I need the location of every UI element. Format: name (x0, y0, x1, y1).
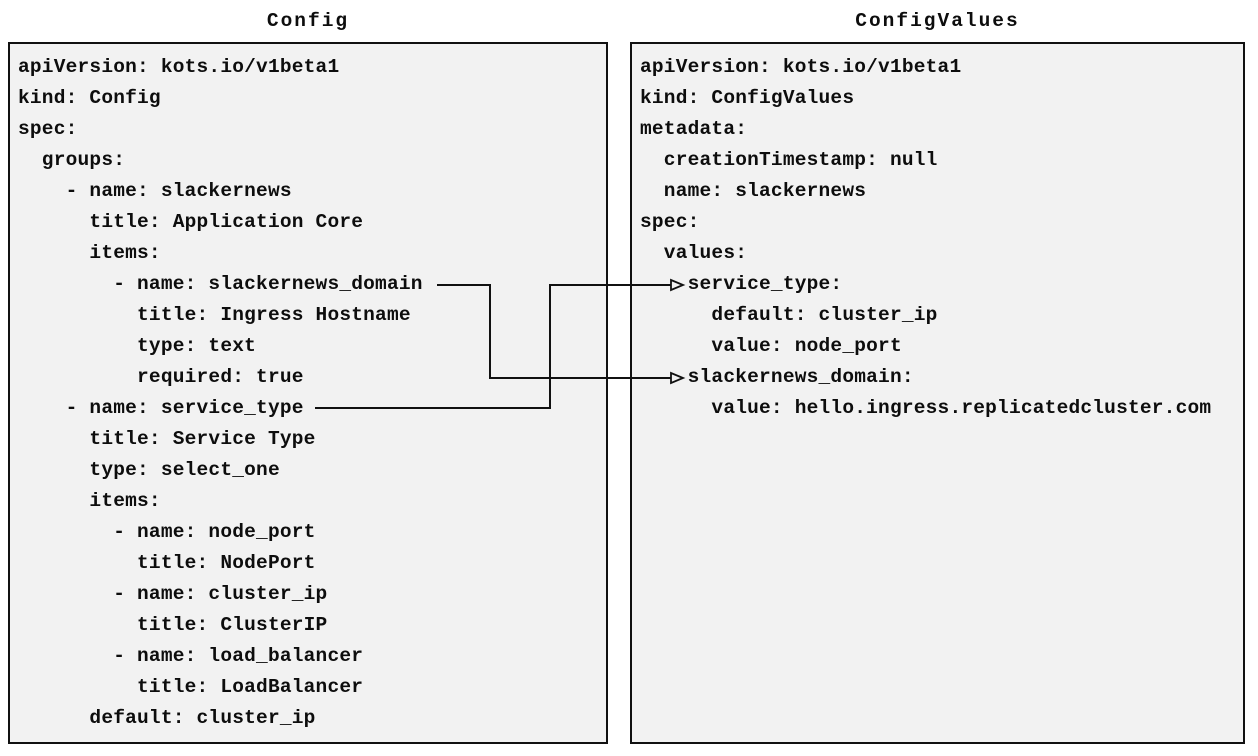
configvalues-panel: apiVersion: kots.io/v1beta1 kind: Config… (630, 42, 1245, 744)
config-yaml-code: apiVersion: kots.io/v1beta1 kind: Config… (18, 56, 423, 729)
config-panel: apiVersion: kots.io/v1beta1 kind: Config… (8, 42, 608, 744)
configvalues-panel-title: ConfigValues (855, 10, 1020, 32)
config-panel-title: Config (266, 10, 350, 32)
configvalues-yaml-code: apiVersion: kots.io/v1beta1 kind: Config… (640, 56, 1212, 419)
